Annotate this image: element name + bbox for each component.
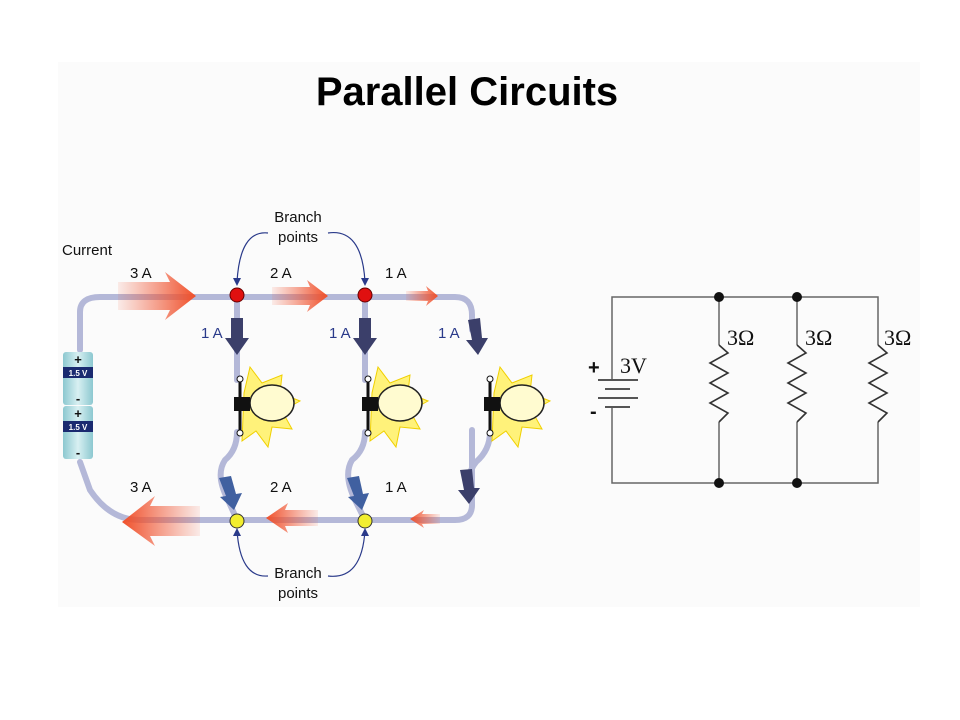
top-current-label: 2 A bbox=[270, 265, 292, 282]
battery-symbol bbox=[598, 379, 638, 408]
light-bulb-icon bbox=[234, 365, 302, 449]
arrow-1a-top bbox=[406, 286, 438, 306]
bottom-current-label: 2 A bbox=[270, 479, 292, 496]
branch-callouts bbox=[236, 232, 366, 577]
diagram-panel bbox=[58, 62, 920, 607]
resistor-symbols bbox=[708, 344, 889, 423]
page-title: Parallel Circuits bbox=[315, 70, 619, 114]
branch-label-bottom: Branch bbox=[274, 565, 322, 582]
arrow-2a-top bbox=[272, 280, 328, 312]
minus-sign: - bbox=[590, 401, 597, 423]
top-current-label: 3 A bbox=[130, 265, 152, 282]
battery-pack: + 1.5 V - + 1.5 V - bbox=[63, 352, 93, 460]
battery-voltage-1: 1.5 V bbox=[69, 369, 88, 378]
bulbs bbox=[234, 365, 552, 449]
junction-dots bbox=[714, 292, 802, 488]
branch-label-top: Branch bbox=[274, 209, 322, 226]
branch-current-label: 1 A bbox=[438, 325, 460, 342]
bottom-current-label: 1 A bbox=[385, 479, 407, 496]
battery-plus-1: + bbox=[74, 352, 82, 367]
branch-node-bottom-1 bbox=[229, 513, 245, 529]
battery-plus-2: + bbox=[74, 406, 82, 421]
battery-minus-2: - bbox=[76, 445, 80, 460]
arrow-2a-bottom bbox=[266, 503, 318, 533]
branch-label-bottom-2: points bbox=[278, 585, 318, 602]
plus-sign: + bbox=[588, 357, 600, 379]
branch-current-label: 1 A bbox=[329, 325, 351, 342]
schematic bbox=[598, 296, 889, 484]
light-bulb-icon bbox=[484, 365, 552, 449]
bottom-current-arrows bbox=[122, 496, 440, 546]
top-current-label: 1 A bbox=[385, 265, 407, 282]
branch-node-top-2 bbox=[357, 287, 373, 303]
arrow-3a-top bbox=[118, 272, 196, 320]
top-current-arrows bbox=[118, 272, 438, 320]
battery-voltage-2: 1.5 V bbox=[69, 423, 88, 432]
arrow-1a-bottom bbox=[410, 510, 440, 528]
branch-node-top-1 bbox=[229, 287, 245, 303]
resistor-label: 3Ω bbox=[727, 325, 754, 350]
branch-node-bottom-2 bbox=[357, 513, 373, 529]
branch-current-arrows bbox=[219, 318, 488, 510]
resistor-label: 3Ω bbox=[805, 325, 832, 350]
light-bulb-icon bbox=[362, 365, 430, 449]
bottom-current-label: 3 A bbox=[130, 479, 152, 496]
branch-current-label: 1 A bbox=[201, 325, 223, 342]
branch-label-top-2: points bbox=[278, 229, 318, 246]
current-label: Current bbox=[62, 242, 113, 259]
source-voltage-label: 3V bbox=[620, 353, 647, 378]
arrow-3a-bottom bbox=[122, 496, 200, 546]
resistor-label: 3Ω bbox=[884, 325, 911, 350]
battery-minus-1: - bbox=[76, 391, 80, 406]
